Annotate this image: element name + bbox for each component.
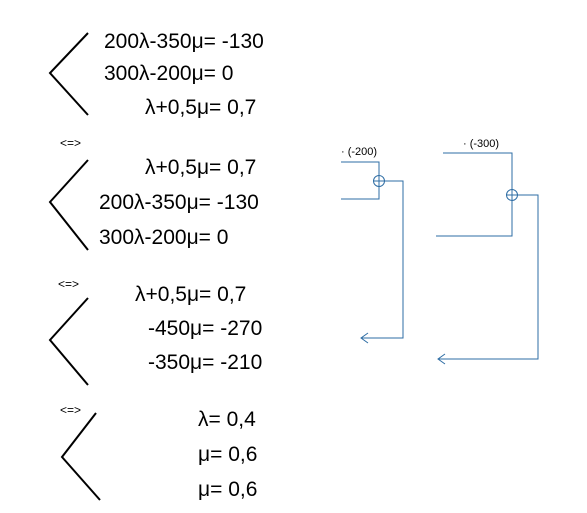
circled-plus-icon-cross-2 [506,189,518,201]
multiplier-label-1: · (-200) [341,146,378,158]
operation-1-input-line-top [341,161,380,176]
system-1-equation-3: λ+0,5μ= 0,7 [145,96,257,119]
operation-2-input-line-bottom [436,200,513,237]
system-4-equation-1: λ= 0,4 [198,408,256,431]
system-3-equation-1: λ+0,5μ= 0,7 [135,283,247,306]
equivalence-symbol-1: <=> [60,136,82,150]
system-3-equation-2: -450μ= -270 [148,317,263,340]
system-4-brace [60,412,101,501]
equivalence-symbol-2: <=> [58,277,80,291]
system-2-equation-3: 300λ-200μ= 0 [99,226,229,249]
operation-2-result-arrow [438,194,539,360]
operation-1-result-arrow [361,180,404,339]
system-1-equation-1: 200λ-350μ= -130 [104,30,264,53]
system-1-equation-2: 300λ-200μ= 0 [104,62,234,85]
system-4-equation-3: μ= 0,6 [198,478,258,501]
circled-plus-icon-cross-1 [373,175,385,187]
system-2-equation-1: λ+0,5μ= 0,7 [145,156,257,179]
equivalence-symbol-3: <=> [60,403,82,417]
operation-2-input-line-top [443,152,513,190]
system-4-equation-2: μ= 0,6 [198,443,258,466]
system-2-equation-2: 200λ-350μ= -130 [99,191,259,214]
system-3-equation-3: -350μ= -210 [148,351,263,374]
operation-1-input-line-bottom [341,186,380,200]
system-1-brace [48,32,89,116]
operation-2-arrowhead [437,353,446,365]
operation-1-arrowhead [360,332,369,344]
system-3-brace [48,297,89,386]
multiplier-label-2: · (-300) [463,138,500,150]
system-2-brace [48,159,89,251]
